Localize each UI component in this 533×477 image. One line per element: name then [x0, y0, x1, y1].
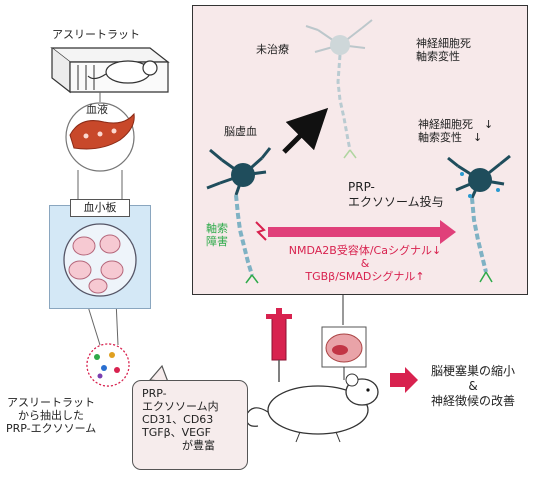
axon-damage-line: 軸索: [206, 222, 228, 235]
signal-text: NMDA2B受容体/Caシグナル↓ & TGBβ/SMADシグナル↑: [270, 244, 460, 283]
axon-damage-line: 障害: [206, 235, 228, 248]
improvement-line: 軸索変性 ↓: [418, 131, 483, 144]
bubble-line: が豊富: [182, 439, 215, 452]
outcome-line: 脳梗塞巣の縮小: [430, 364, 515, 378]
mechanism-panel: [192, 5, 528, 295]
treadmill-rat-illustration: [50, 47, 170, 94]
bubble-line: CD31、CD63: [142, 413, 214, 426]
ischemia-label: 脳虚血: [224, 125, 257, 138]
outcome-line: 神経徴候の改善: [430, 394, 515, 408]
degenerated-neuron-overlay: [305, 19, 373, 159]
signal-line: &: [360, 257, 370, 270]
untreated-label: 未治療: [256, 43, 289, 56]
bubble-line: TGFβ、VEGF: [142, 426, 211, 439]
neuron-death-label-top: 神経細胞死 軸索変性: [416, 37, 471, 63]
axon-damage-label: 軸索 障害: [206, 222, 228, 248]
platelet-label: 血小板: [70, 199, 130, 217]
exosome-caption-line: PRP-エクソソーム: [6, 422, 97, 435]
outcome-arrow: [390, 367, 418, 393]
outcome-line: &: [468, 379, 478, 393]
progression-arrow-overlay: [282, 107, 329, 154]
improvement-line: 神経細胞死 ↓: [418, 118, 494, 131]
prp-line: エクソソーム投与: [348, 195, 444, 209]
ischemic-neuron-overlay: [206, 147, 272, 284]
exosome-caption-line: から抽出した: [18, 409, 84, 422]
prp-administration-label: PRP- エクソソーム投与: [348, 180, 444, 210]
exosome-content-text: PRP- エクソソーム内 CD31、CD63 TGFβ、VEGF が豊富: [142, 387, 219, 452]
outcome-line: 神経細胞死: [416, 37, 471, 50]
blood-label: 血液: [86, 103, 108, 116]
treatment-arrow-overlay: [268, 220, 456, 244]
exosome-caption-line: アスリートラット: [7, 396, 95, 409]
blood-vessel-circle: [65, 102, 135, 172]
prp-line: PRP-: [348, 180, 375, 194]
athlete-rat-label: アスリートラット: [52, 28, 140, 41]
signal-line: NMDA2B受容体/Caシグナル↓: [288, 244, 442, 257]
signal-line: TGBβ/SMADシグナル↑: [305, 270, 425, 283]
exosome-content-bubble: [132, 380, 248, 470]
exosome-caption: アスリートラット から抽出した PRP-エクソソーム: [6, 396, 96, 435]
syringe-illustration: [266, 308, 292, 382]
outcome-line: 軸索変性: [416, 50, 460, 63]
improvement-label: 神経細胞死 ↓ 軸索変性 ↓: [418, 118, 493, 144]
bubble-line: PRP-: [142, 387, 167, 400]
recovered-neuron-overlay: [447, 154, 511, 283]
bubble-line: エクソソーム内: [142, 400, 219, 413]
exosome-circle-overlay: [86, 343, 130, 387]
outcome-text: 脳梗塞巣の縮小 & 神経徴候の改善: [418, 364, 528, 409]
platelet-circle-overlay: [63, 223, 137, 297]
